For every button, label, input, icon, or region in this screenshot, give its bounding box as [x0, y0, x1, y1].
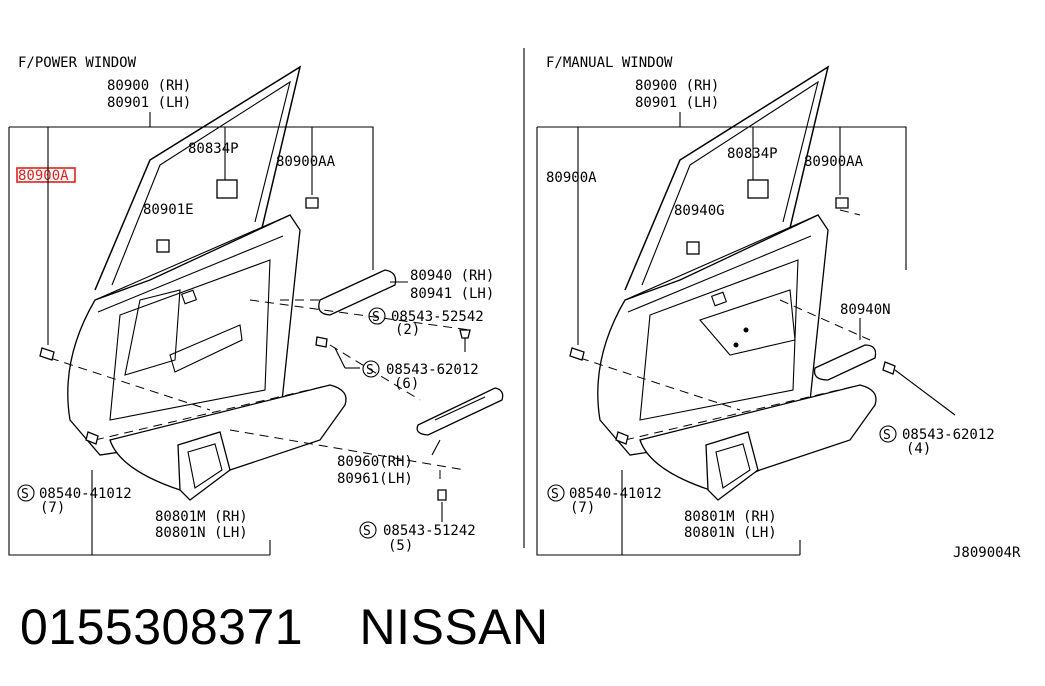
- svg-text:S: S: [551, 487, 559, 502]
- highlight-box: [16, 167, 76, 183]
- svg-text:S: S: [363, 524, 371, 539]
- left-label-80940-rh: 80940 (RH): [410, 268, 494, 284]
- door-trim-parts-diagram: F/POWER WINDOW 80900 (RH) 80901 (LH) 809…: [8, 48, 1021, 561]
- right-label-80900aa: 80900AA: [804, 154, 864, 170]
- left-label-80900-rh: 80900 (RH): [107, 78, 191, 94]
- svg-text:S: S: [883, 428, 891, 443]
- left-label-80900aa: 80900AA: [276, 154, 336, 170]
- right-label-80834p: 80834P: [727, 146, 778, 162]
- right-label-08540-41012: 08540-41012: [569, 486, 662, 502]
- left-label-08540-41012: 08540-41012: [39, 486, 132, 502]
- screw-icon: [39, 329, 471, 501]
- diagram-id: J809004R: [953, 545, 1021, 561]
- left-label-08543-51242: 08543-51242: [383, 523, 476, 539]
- left-label-80901-lh: 80901 (LH): [107, 95, 191, 111]
- screw-symbol-icon: S: [359, 521, 377, 539]
- right-label-08540-41012-qty: (7): [570, 500, 595, 516]
- left-label-80801m-rh: 80801M (RH): [155, 509, 248, 525]
- left-label-08543-52542: 08543-52542: [391, 309, 484, 325]
- left-label-80900a-highlighted: 80900A: [18, 168, 69, 184]
- right-label-80801m-rh: 80801M (RH): [684, 509, 777, 525]
- left-label-80834p: 80834P: [188, 141, 239, 157]
- screw-symbol-icon: S: [368, 307, 386, 325]
- left-label-08543-51242-qty: (5): [388, 538, 413, 554]
- left-label-08543-62012: 08543-62012: [386, 362, 479, 378]
- right-section-title: F/MANUAL WINDOW: [546, 55, 673, 71]
- svg-text:S: S: [372, 310, 380, 325]
- left-label-80901e: 80901E: [143, 202, 194, 218]
- left-label-80960-rh: 80960(RH): [337, 454, 413, 470]
- part-number: 0155308371: [20, 599, 304, 655]
- left-label-08543-52542-qty: (2): [395, 322, 420, 338]
- screw-symbol-icon: S: [547, 484, 565, 502]
- svg-text:S: S: [21, 487, 29, 502]
- screw-symbol-icon: S: [17, 484, 35, 502]
- right-label-08543-62012: 08543-62012: [902, 427, 995, 443]
- right-label-08543-62012-qty: (4): [906, 441, 931, 457]
- left-label-80941-lh: 80941 (LH): [410, 286, 494, 302]
- right-label-80901-lh: 80901 (LH): [635, 95, 719, 111]
- right-label-80940g: 80940G: [674, 203, 725, 219]
- part-caption: 0155308371 NISSAN: [20, 598, 549, 656]
- right-label-80801n-lh: 80801N (LH): [684, 525, 777, 541]
- right-label-80940n: 80940N: [840, 302, 891, 318]
- screw-symbol-icon: S: [362, 360, 380, 378]
- left-label-08540-41012-qty: (7): [40, 500, 65, 516]
- left-label-80801n-lh: 80801N (LH): [155, 525, 248, 541]
- left-label-08543-62012-qty: (6): [394, 376, 419, 392]
- left-section-title: F/POWER WINDOW: [18, 55, 137, 71]
- right-panel: F/MANUAL WINDOW 80900 (RH) 80901 (LH) 80…: [536, 55, 1021, 561]
- left-label-80961-lh: 80961(LH): [337, 471, 413, 487]
- screw-symbol-icon: S: [879, 425, 897, 443]
- brand-name: NISSAN: [359, 599, 549, 655]
- right-label-80900-rh: 80900 (RH): [635, 78, 719, 94]
- left-panel: F/POWER WINDOW 80900 (RH) 80901 (LH) 809…: [8, 55, 504, 556]
- right-label-80900a: 80900A: [546, 170, 597, 186]
- svg-text:S: S: [366, 363, 374, 378]
